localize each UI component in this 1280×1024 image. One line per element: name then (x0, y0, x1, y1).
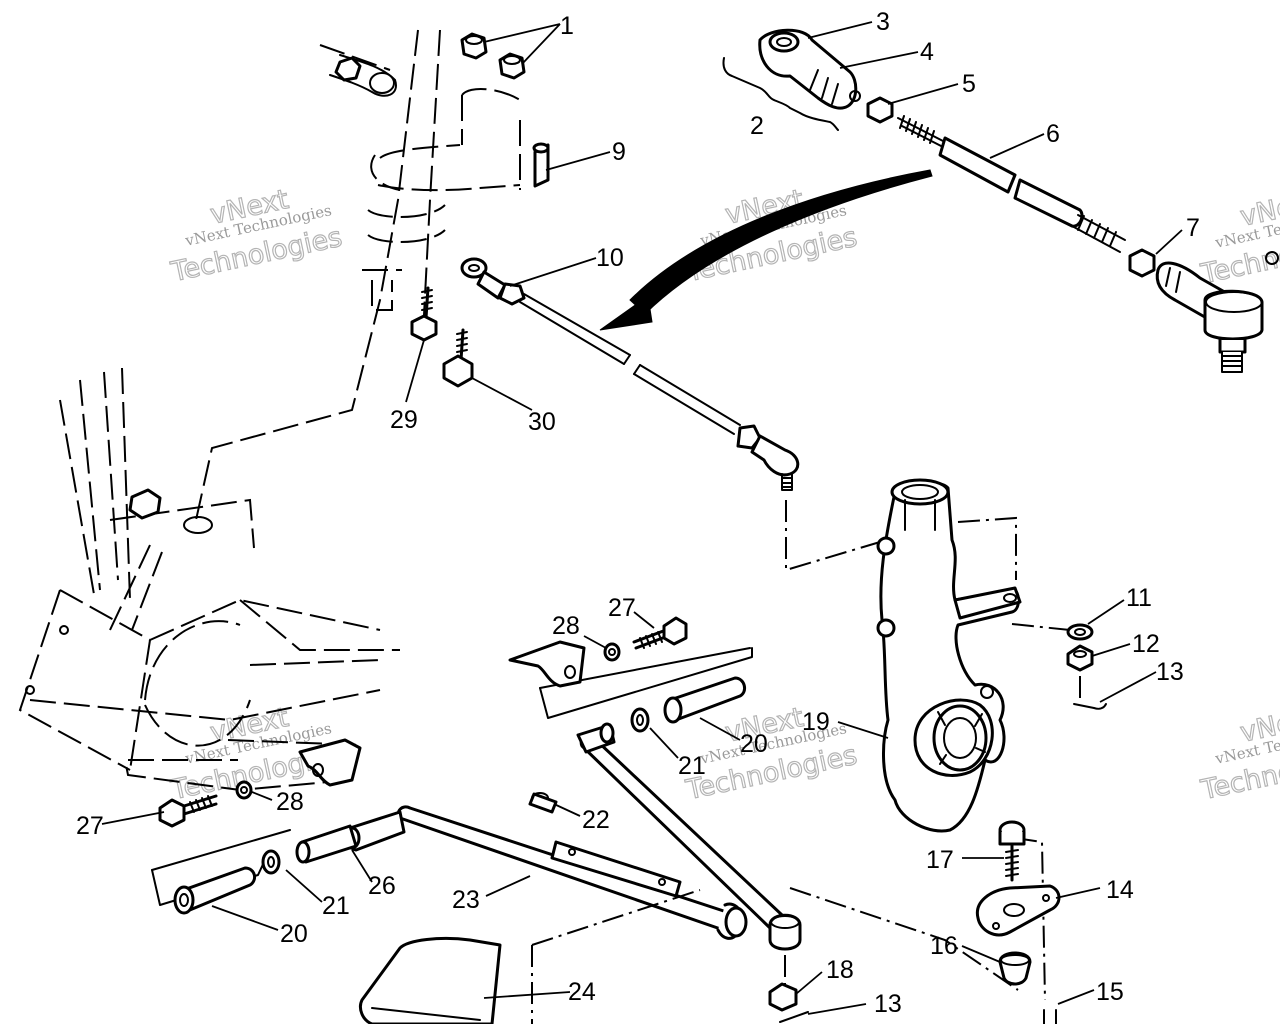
frame-nut (128, 488, 162, 520)
callout-12: 12 (1132, 630, 1160, 658)
bolt-30 (442, 328, 474, 388)
tie-rod-assembly (722, 28, 1279, 373)
watermark-3: vNext vNext Technologies Technologies (1197, 185, 1280, 290)
callout-20-a: 20 (740, 730, 768, 758)
callout-30: 30 (528, 408, 556, 436)
callout-2: 2 (750, 112, 764, 140)
callout-15: 15 (1096, 978, 1124, 1006)
callout-19: 19 (802, 708, 830, 736)
callout-5: 5 (962, 70, 976, 98)
callout-13-b: 13 (874, 990, 902, 1018)
callout-13-a: 13 (1156, 658, 1184, 686)
callout-22: 22 (582, 806, 610, 834)
callout-16: 16 (930, 932, 958, 960)
callout-11: 11 (1126, 584, 1152, 612)
callout-20-b: 20 (280, 920, 308, 948)
callouts: 1 2 3 4 5 6 7 9 10 11 12 13 13 14 15 16 … (76, 8, 1200, 1018)
callout-3: 3 (876, 8, 890, 36)
steering-knuckle-19 (785, 478, 1071, 1001)
callout-28-b: 28 (276, 788, 304, 816)
skid-plate-24 (358, 936, 502, 1024)
callout-21-a: 21 (678, 752, 706, 780)
hardware-11-12-13 (1066, 623, 1107, 710)
ball-joint-group (975, 820, 1061, 1024)
callout-28-a: 28 (552, 612, 580, 640)
callout-10: 10 (596, 244, 624, 272)
callout-21-b: 21 (322, 892, 350, 920)
watermark-1: vNext vNext Technologies Technologies (167, 183, 345, 288)
bracket-9 (532, 142, 550, 188)
callout-6: 6 (1046, 120, 1060, 148)
bushing-assembly (151, 616, 753, 915)
leader-lines (101, 21, 1183, 1015)
callout-29: 29 (390, 406, 418, 434)
callout-27-a: 27 (608, 594, 636, 622)
callout-4: 4 (920, 38, 934, 66)
callout-9: 9 (612, 138, 626, 166)
callout-26: 26 (368, 872, 396, 900)
callout-27-b: 27 (76, 812, 104, 840)
callout-24: 24 (568, 978, 596, 1006)
callout-1: 1 (560, 12, 574, 40)
callout-7: 7 (1186, 214, 1200, 242)
callout-18: 18 (826, 956, 854, 984)
direction-arrow (599, 169, 933, 331)
tie-rod-10 (460, 257, 800, 491)
a-arm-23 (343, 722, 1019, 1024)
nuts-1 (460, 32, 526, 80)
steering-post (329, 54, 521, 388)
bolt-27-upper (632, 616, 688, 650)
callout-14: 14 (1106, 876, 1134, 904)
callout-23: 23 (452, 886, 480, 914)
chassis-frame (18, 29, 441, 792)
watermark-6: vNext vNext Technologies Technologies (1197, 701, 1280, 806)
callout-17: 17 (926, 846, 954, 874)
bolt-29 (410, 286, 438, 342)
bolt-27-lower (158, 794, 218, 828)
watermark-group: vNext vNext Technologies Technologies vN… (167, 183, 1280, 806)
